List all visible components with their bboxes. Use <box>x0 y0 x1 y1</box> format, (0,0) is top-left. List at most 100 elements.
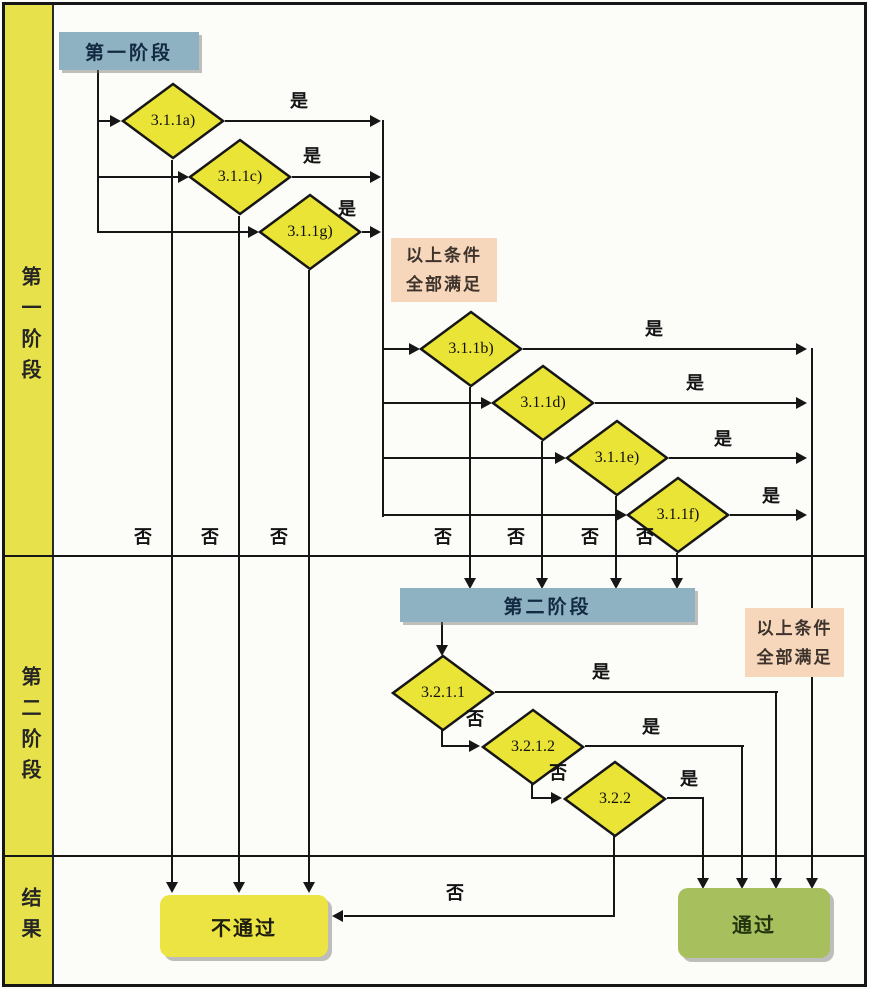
note-line: 全部满足 <box>406 275 482 294</box>
edge-label-yes: 是 <box>338 199 356 219</box>
flow-line <box>523 348 796 350</box>
flow-line <box>531 797 552 799</box>
decision-3-1-1e: 3.1.1e) <box>565 419 669 497</box>
edge-label-no: 否 <box>446 883 464 903</box>
diamond-shape-icon <box>563 760 667 838</box>
flow-line <box>615 496 617 578</box>
flow-line <box>441 745 470 747</box>
arrowhead-down-icon <box>166 882 178 893</box>
note-line: 以上条件 <box>406 246 482 265</box>
flow-line <box>97 70 99 233</box>
edge-label-yes: 是 <box>680 769 698 789</box>
decision-label: 3.1.1e) <box>594 449 640 466</box>
flow-line <box>344 915 615 917</box>
flow-line <box>441 730 443 747</box>
decision-3-1-1c: 3.1.1c) <box>188 138 292 216</box>
note-all-conditions-met-1: 以上条件 全部满足 <box>391 238 497 302</box>
sidebar-label-stage1: 第一阶段 <box>18 265 40 390</box>
arrowhead-right-icon <box>469 740 480 752</box>
diamond-shape-icon <box>188 138 292 216</box>
edge-label-yes: 是 <box>645 319 663 339</box>
arrowhead-right-icon <box>555 452 566 464</box>
edge-label-no: 否 <box>549 763 567 783</box>
arrowhead-right-icon <box>796 397 807 409</box>
arrowhead-left-icon <box>332 910 343 922</box>
edge-label-no: 否 <box>507 527 525 547</box>
flow-line <box>531 784 533 799</box>
arrowhead-down-icon <box>697 878 709 889</box>
decision-label: 3.2.2 <box>599 790 631 807</box>
arrowhead-right-icon <box>110 115 121 127</box>
flow-line <box>362 231 371 233</box>
flow-line <box>495 691 778 693</box>
stage1-title-box: 第一阶段 <box>59 32 199 70</box>
flow-line <box>308 270 310 882</box>
diamond-shape-icon <box>481 708 585 786</box>
edge-label-no: 否 <box>134 527 152 547</box>
flow-line <box>97 120 112 122</box>
flow-line <box>541 441 543 578</box>
decision-label: 3.1.1d) <box>520 394 566 411</box>
decision-label: 3.1.1g) <box>287 223 333 240</box>
arrowhead-right-icon <box>796 343 807 355</box>
decision-3-2-1-1: 3.2.1.1 <box>391 654 495 732</box>
decision-label: 3.1.1f) <box>656 506 700 523</box>
arrowhead-down-icon <box>436 645 448 656</box>
edge-label-no: 否 <box>581 527 599 547</box>
decision-3-1-1f: 3.1.1f) <box>626 476 730 554</box>
section-divider-2 <box>5 855 864 857</box>
arrowhead-right-icon <box>481 397 492 409</box>
decision-3-2-2: 3.2.2 <box>563 760 667 838</box>
edge-label-yes: 是 <box>303 146 321 166</box>
edge-label-yes: 是 <box>592 662 610 682</box>
arrowhead-right-icon <box>796 509 807 521</box>
decision-label: 3.2.1.2 <box>511 738 555 755</box>
note-line: 以上条件 <box>756 618 833 638</box>
flow-line <box>702 797 704 878</box>
edge-label-no: 否 <box>270 527 288 547</box>
note-all-conditions-met-2: 以上条件 全部满足 <box>745 608 844 677</box>
arrowhead-down-icon <box>736 878 748 889</box>
decision-3-2-1-2: 3.2.1.2 <box>481 708 585 786</box>
arrowhead-right-icon <box>616 509 627 521</box>
decision-3-1-1b: 3.1.1b) <box>419 310 523 388</box>
decision-3-1-1g: 3.1.1g) <box>258 193 362 271</box>
flow-line <box>97 231 250 233</box>
note-line: 全部满足 <box>756 647 833 667</box>
arrowhead-right-icon <box>409 343 420 355</box>
decision-3-1-1a: 3.1.1a) <box>121 82 225 160</box>
flow-line <box>382 348 409 350</box>
flow-line <box>669 457 796 459</box>
arrowhead-right-icon <box>370 171 381 183</box>
flow-line <box>585 745 744 747</box>
flow-line <box>225 120 371 122</box>
arrowhead-down-icon <box>770 878 782 889</box>
arrowhead-down-icon <box>806 878 818 889</box>
diamond-shape-icon <box>391 654 495 732</box>
edge-label-no: 否 <box>636 527 654 547</box>
edge-label-yes: 是 <box>642 717 660 737</box>
diamond-shape-icon <box>491 364 595 442</box>
section-divider-1 <box>5 555 864 557</box>
diamond-shape-icon <box>565 419 669 497</box>
decision-label: 3.1.1c) <box>217 168 263 185</box>
flow-line <box>292 176 371 178</box>
flow-line <box>613 836 615 917</box>
decision-label: 3.2.1.1 <box>421 684 465 701</box>
flow-line <box>667 797 704 799</box>
arrowhead-right-icon <box>796 452 807 464</box>
arrowhead-right-icon <box>551 792 562 804</box>
arrowhead-right-icon <box>370 115 381 127</box>
flow-line-collector-1 <box>382 120 384 517</box>
diamond-shape-icon <box>258 193 362 271</box>
result-pass-box: 通过 <box>678 888 830 958</box>
edge-label-yes: 是 <box>762 486 780 506</box>
flow-line <box>382 514 616 516</box>
sidebar-label-result: 结果 <box>18 886 40 949</box>
decision-label: 3.1.1b) <box>448 340 494 357</box>
flow-line <box>171 160 173 882</box>
flow-line <box>382 457 555 459</box>
stage-sidebar <box>5 5 54 984</box>
flow-line <box>441 622 443 645</box>
